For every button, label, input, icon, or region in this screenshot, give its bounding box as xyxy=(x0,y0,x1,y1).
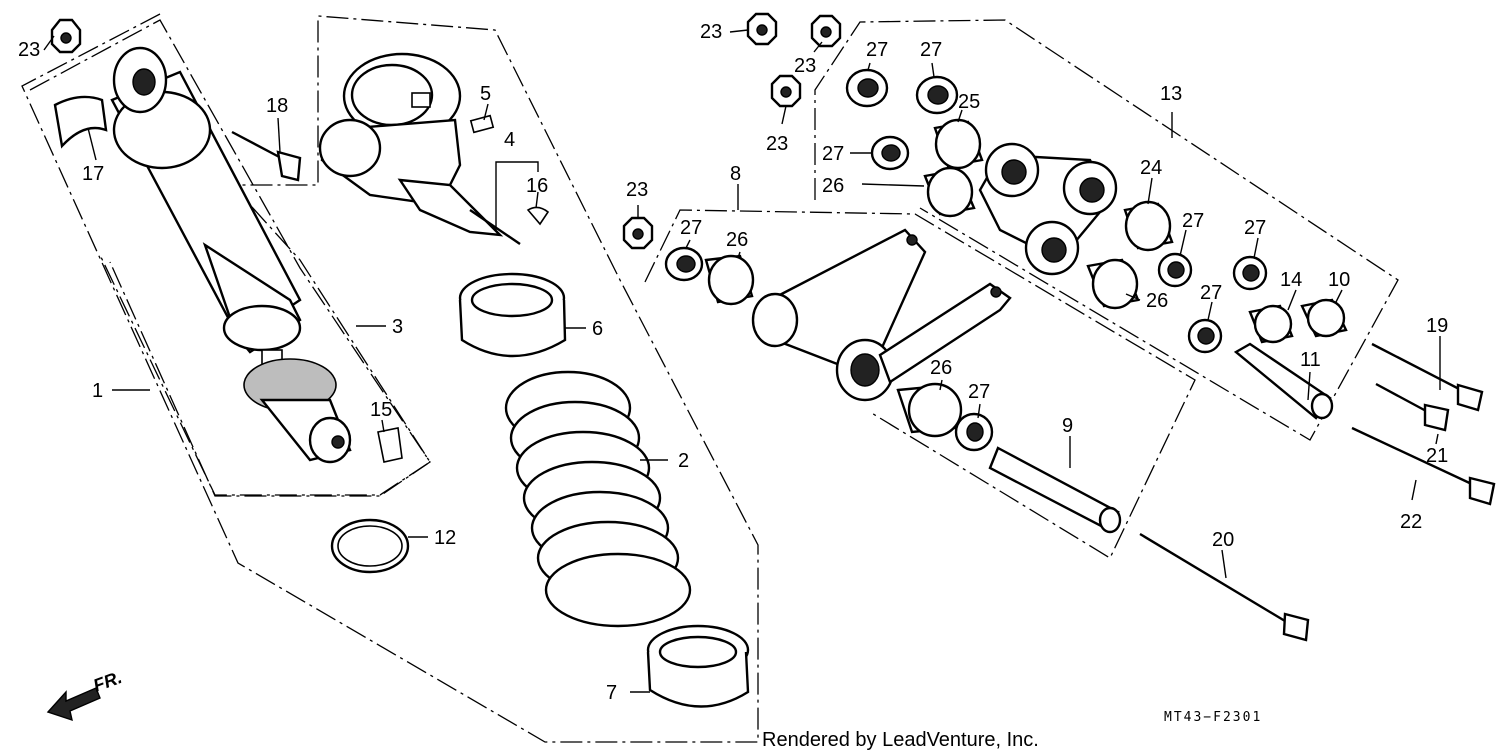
bolt-21 xyxy=(1375,382,1450,432)
bearing-27-arm-a xyxy=(845,68,889,108)
tag-15 xyxy=(377,427,403,463)
collar-10 xyxy=(1300,298,1348,338)
group-outline-linkage-8 xyxy=(644,209,1196,559)
callout-26: 26 xyxy=(726,229,748,251)
callout-20: 20 xyxy=(1212,529,1234,551)
callout-18: 18 xyxy=(266,95,288,117)
callout-2: 2 xyxy=(678,450,689,472)
bearing-27-arm-c xyxy=(870,135,910,171)
bushing-24 xyxy=(1123,200,1174,252)
callout-24: 24 xyxy=(1140,157,1162,179)
shock-absorber-body xyxy=(110,46,352,464)
bushing-26-arm-b xyxy=(1086,258,1140,310)
collar-14 xyxy=(1248,304,1294,344)
clip-16 xyxy=(526,206,550,226)
callout-23: 23 xyxy=(18,39,40,61)
callout-27: 27 xyxy=(1244,217,1266,239)
bearing-27-link-lower xyxy=(954,412,994,452)
arm-13 xyxy=(978,142,1118,276)
callout-26: 26 xyxy=(822,175,844,197)
callout-22: 22 xyxy=(1400,511,1422,533)
leader-lines xyxy=(43,29,1441,693)
callout-16: 16 xyxy=(526,175,548,197)
bushing-26-arm-a xyxy=(923,166,976,218)
callout-1: 1 xyxy=(92,380,103,402)
callouts: 23 23 23 23 23 18 17 1 3 15 5 4 16 6 2 1… xyxy=(18,21,1448,704)
callout-21: 21 xyxy=(1426,445,1448,467)
group-outline-arm-13 xyxy=(814,19,1399,441)
bearing-27-link-left xyxy=(664,246,704,282)
bushing-26-link-lower xyxy=(896,382,963,438)
callout-10: 10 xyxy=(1328,269,1350,291)
nut-23-c xyxy=(810,14,842,48)
callout-27: 27 xyxy=(968,381,990,403)
callout-26: 26 xyxy=(930,357,952,379)
bushing-25 xyxy=(933,118,984,170)
spring-2 xyxy=(504,370,692,628)
callout-5: 5 xyxy=(480,83,491,105)
callout-27: 27 xyxy=(680,217,702,239)
bolt-18 xyxy=(231,130,302,182)
bearing-27-arm-b xyxy=(915,75,959,115)
diagram-code: MT43−F2301 xyxy=(1164,710,1262,725)
bushing-26-link-left xyxy=(704,254,755,306)
callout-19: 19 xyxy=(1426,315,1448,337)
bearing-27-arm-e xyxy=(1232,255,1268,291)
callout-15: 15 xyxy=(370,399,392,421)
callout-26: 26 xyxy=(1146,290,1168,312)
callout-3: 3 xyxy=(392,316,403,338)
bearing-27-arm-f xyxy=(1187,318,1223,354)
callout-8: 8 xyxy=(730,163,741,185)
callout-27: 27 xyxy=(866,39,888,61)
bearing-27-arm-d xyxy=(1157,252,1193,288)
front-direction-label: FR. xyxy=(91,667,125,696)
nut-23-b xyxy=(746,12,778,46)
callout-23: 23 xyxy=(766,133,788,155)
bolt-22 xyxy=(1351,426,1496,506)
nut-23-d xyxy=(770,74,802,108)
callout-27: 27 xyxy=(920,39,942,61)
circlip-12 xyxy=(330,518,410,574)
callout-27: 27 xyxy=(822,143,844,165)
callout-14: 14 xyxy=(1280,269,1302,291)
callout-12: 12 xyxy=(434,527,456,549)
bolt-19 xyxy=(1371,342,1484,412)
reservoir-4 xyxy=(318,52,521,245)
spring-seat-7 xyxy=(646,624,750,708)
credit-text: Rendered by LeadVenture, Inc. xyxy=(762,729,1039,751)
callout-11: 11 xyxy=(1300,349,1321,371)
label-sticker-17 xyxy=(53,95,108,149)
front-direction-arrow: FR. xyxy=(46,667,125,722)
callout-7: 7 xyxy=(606,682,617,704)
arrow-icon xyxy=(46,687,101,722)
callout-25: 25 xyxy=(958,91,980,113)
callout-23: 23 xyxy=(794,55,816,77)
callout-27: 27 xyxy=(1200,282,1222,304)
callout-13: 13 xyxy=(1160,83,1182,105)
screw-5 xyxy=(469,114,495,134)
callout-9: 9 xyxy=(1062,415,1073,437)
callout-23: 23 xyxy=(700,21,722,43)
group-outline-shock xyxy=(21,13,759,743)
collar-11 xyxy=(1233,342,1334,420)
nut-23-e xyxy=(622,216,654,250)
pin-9 xyxy=(988,446,1122,534)
nut-23-a xyxy=(50,18,82,54)
bolt-20 xyxy=(1139,532,1310,642)
callout-23: 23 xyxy=(626,179,648,201)
spring-seat-6 xyxy=(458,272,567,358)
callout-27: 27 xyxy=(1182,210,1204,232)
callout-17: 17 xyxy=(82,163,104,185)
group-outline-shock-body xyxy=(29,19,431,497)
callout-6: 6 xyxy=(592,318,603,340)
callout-4: 4 xyxy=(504,129,515,151)
link-8 xyxy=(751,228,1012,402)
